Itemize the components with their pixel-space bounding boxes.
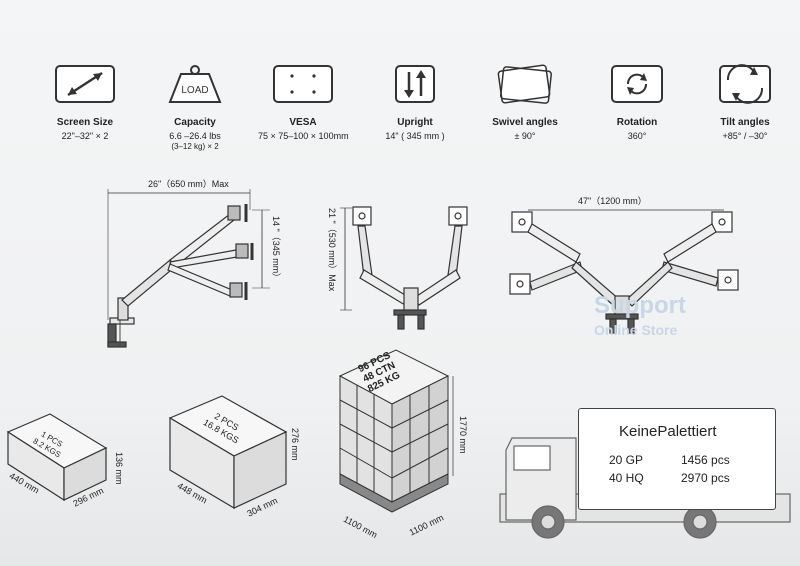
- swivel-frames-icon: [497, 64, 552, 104]
- package-small: [6, 413, 108, 502]
- weight-icon: LOAD: [168, 65, 222, 103]
- spec-title: VESA: [289, 117, 317, 128]
- dual-front-diagram: [340, 206, 468, 330]
- up-down-arrows-icon: [395, 65, 435, 103]
- span-label: 47"（1200 mm）: [578, 196, 647, 206]
- truck-info-panel: KeinePalettiert 20 GP 1456 pcs 40 HQ 297…: [578, 408, 776, 510]
- vesa-holes-icon: [273, 65, 333, 103]
- spec-value: 22"–32" × 2: [61, 131, 109, 141]
- package-pallet: [338, 349, 454, 513]
- spec-value: 14" ( 345 mm ): [385, 131, 445, 141]
- diagonal-arrow-icon: [55, 65, 115, 103]
- height-max-label: 21 "（530 mm）Max: [327, 208, 337, 292]
- truck-row-qty: 1456 pcs: [681, 453, 730, 467]
- reach-label: 26"（650 mm）Max: [148, 179, 229, 189]
- spec-tilt: Tilt angles +85° / –30°: [700, 64, 790, 141]
- spec-title: Swivel angles: [492, 117, 558, 128]
- truck-row-type: 40 HQ: [609, 471, 644, 485]
- spec-value: 360°: [627, 131, 647, 141]
- tilt-icon: [719, 64, 771, 104]
- weight-icon-label: LOAD: [181, 85, 208, 96]
- spec-rotation: Rotation 360°: [592, 64, 682, 141]
- spec-title: Tilt angles: [720, 117, 770, 128]
- spec-title: Upright: [397, 117, 433, 128]
- watermark-line2: Online Store: [594, 322, 678, 338]
- spec-value: +85° / –30°: [722, 131, 768, 141]
- dual-spread-diagram: [509, 209, 739, 334]
- height-adjust-label: 14 "（345 mm）: [271, 216, 281, 283]
- truck-row-qty: 2970 pcs: [681, 471, 730, 485]
- spec-screen-size: Screen Size 22"–32" × 2: [40, 64, 130, 141]
- truck-heading: KeinePalettiert: [619, 423, 717, 440]
- spec-value: ± 90°: [514, 131, 536, 141]
- watermark-line1: Support: [594, 292, 686, 319]
- spec-title: Rotation: [616, 117, 658, 128]
- package-small-height: 136 mm: [114, 452, 124, 485]
- spec-title: Screen Size: [56, 117, 114, 128]
- rotation-icon: [611, 65, 663, 103]
- package-medium-height: 276 mm: [290, 428, 300, 461]
- spec-value-secondary: (3–12 kg) × 2: [171, 142, 219, 151]
- spec-value: 6.6 –26.4 lbs: [169, 131, 221, 141]
- package-medium: [168, 395, 288, 510]
- spec-swivel: Swivel angles ± 90°: [480, 64, 570, 141]
- spec-title: Capacity: [174, 117, 216, 128]
- spec-capacity: LOAD Capacity 6.6 –26.4 lbs (3–12 kg) × …: [150, 64, 240, 151]
- spec-value: 75 × 75–100 × 100mm: [258, 131, 349, 141]
- truck-row-type: 20 GP: [609, 453, 644, 467]
- side-view-diagram: [107, 189, 270, 348]
- spec-vesa: VESA 75 × 75–100 × 100mm: [258, 64, 349, 141]
- pallet-height: 1770 mm: [458, 416, 468, 454]
- spec-upright: Upright 14" ( 345 mm ): [370, 64, 460, 141]
